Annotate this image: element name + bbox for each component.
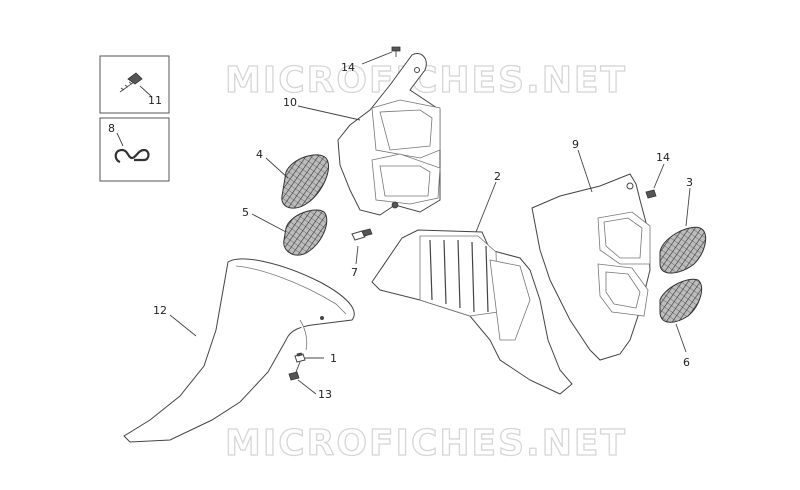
- watermark-bottom: MICROFICHES.NET: [225, 423, 627, 464]
- screw-13: [288, 361, 301, 381]
- self-tapping-screw-icon: [119, 72, 143, 93]
- callout-14-top: 14: [341, 61, 355, 74]
- front-fender: [123, 258, 355, 443]
- callout-7: 7: [351, 266, 358, 279]
- callout-13: 13: [318, 388, 332, 401]
- upper-left-grille: [281, 154, 329, 209]
- screw-7: [351, 228, 373, 241]
- callout-9: 9: [572, 138, 579, 151]
- inset-box-screw: 11: [99, 55, 170, 114]
- lower-left-grille: [283, 209, 328, 256]
- screw-14-top: [391, 46, 401, 57]
- callout-8: 8: [108, 122, 115, 135]
- callout-5: 5: [242, 206, 249, 219]
- callout-12: 12: [153, 304, 167, 317]
- callout-14-right: 14: [656, 151, 670, 164]
- callout-11: 11: [148, 94, 162, 107]
- right-air-duct: [531, 173, 651, 361]
- center-panel: [371, 229, 573, 395]
- callout-3: 3: [686, 176, 693, 189]
- callout-2: 2: [494, 170, 501, 183]
- callout-6: 6: [683, 356, 690, 369]
- lower-right-grille: [659, 278, 703, 323]
- inset-box-clip: 8: [99, 117, 170, 182]
- upper-right-grille: [659, 226, 707, 274]
- callout-10: 10: [283, 96, 297, 109]
- spacer-1: [294, 352, 306, 363]
- callout-4: 4: [256, 148, 263, 161]
- left-air-duct: [337, 53, 441, 216]
- callout-1: 1: [330, 352, 337, 365]
- screw-14-right: [645, 189, 657, 199]
- spring-clip-icon: [114, 148, 150, 164]
